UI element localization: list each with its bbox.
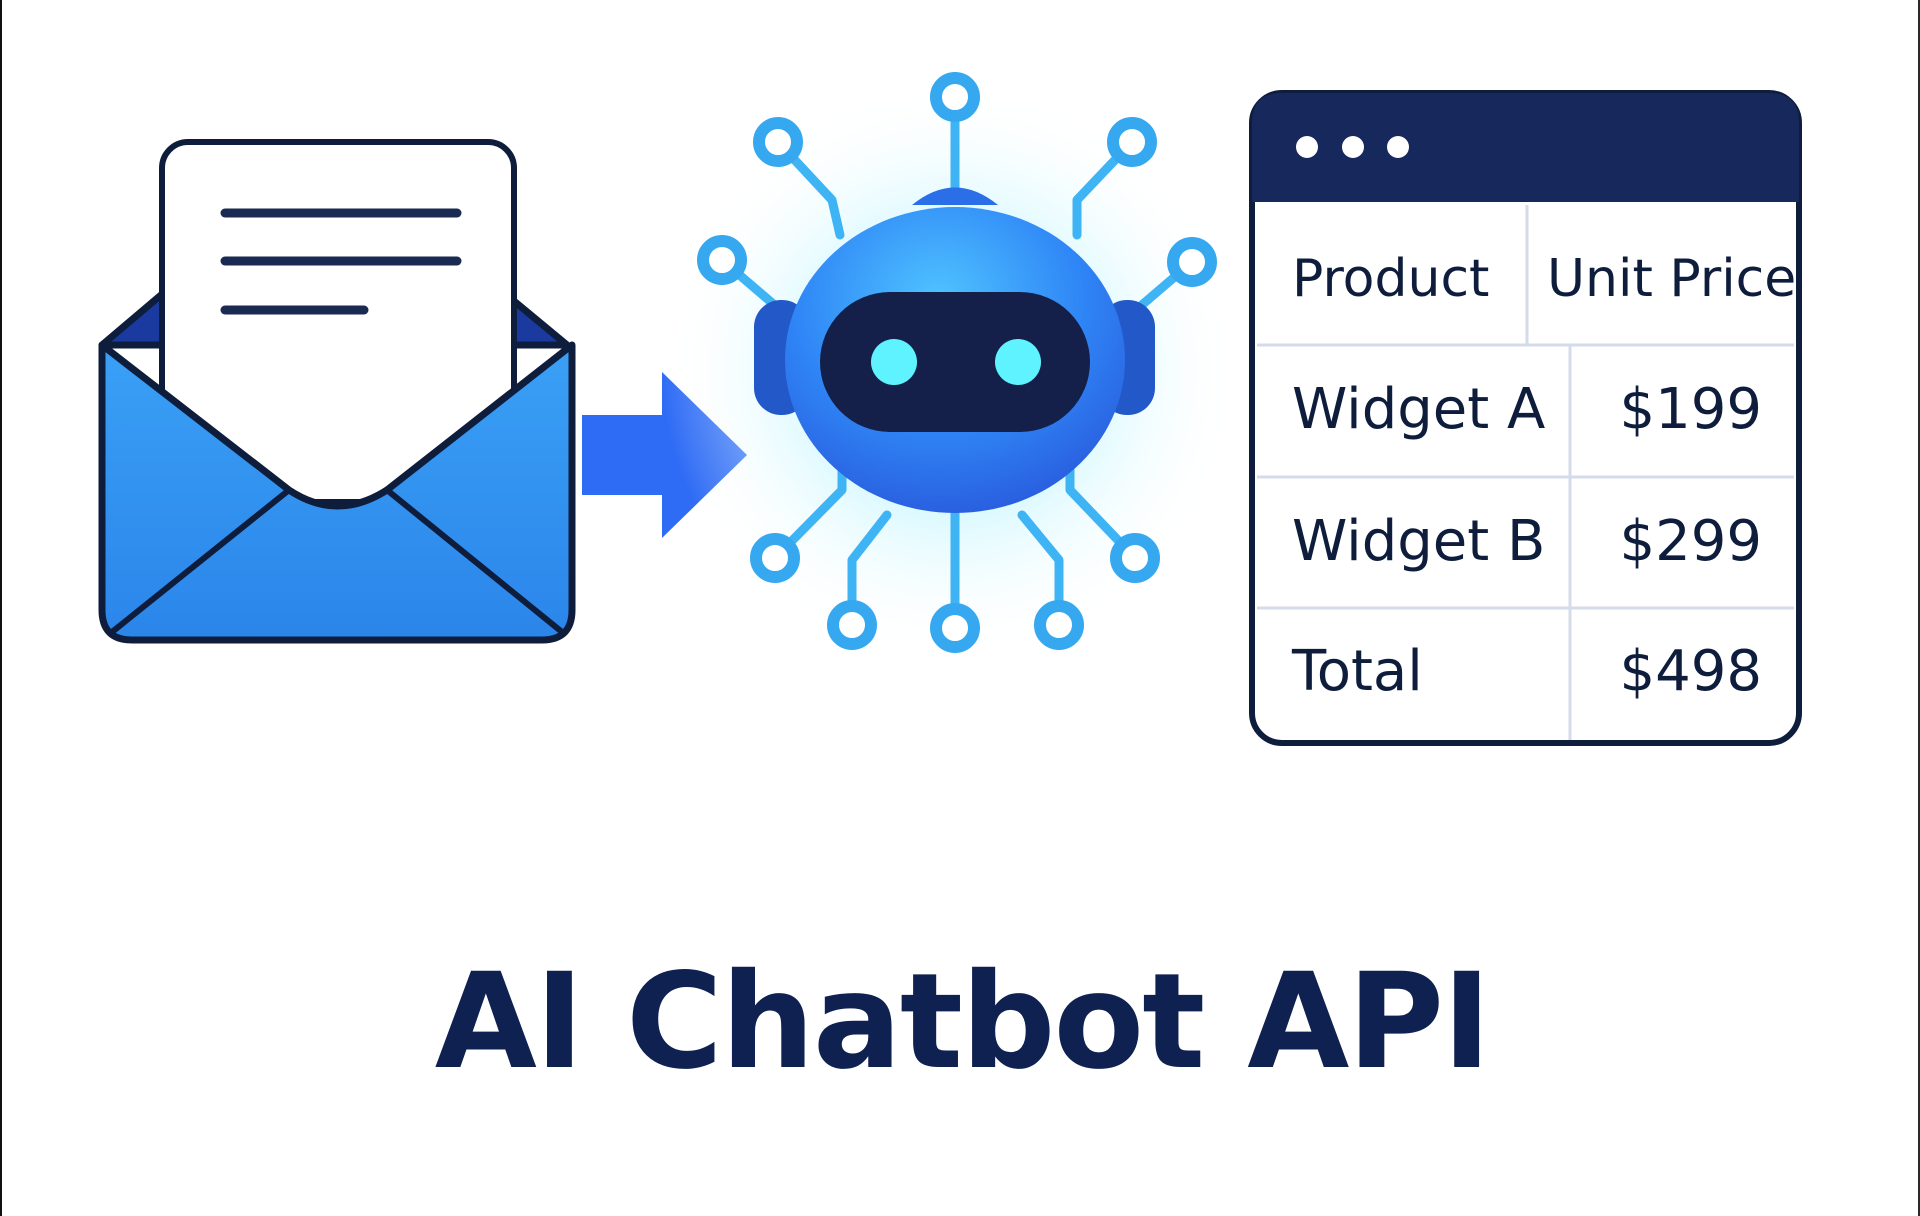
letter-paper bbox=[159, 139, 517, 505]
window-dot-1 bbox=[1296, 136, 1318, 158]
table-header-unit-price: Unit Price bbox=[1547, 249, 1796, 309]
table-grid bbox=[1257, 205, 1794, 740]
table-row-price: $299 bbox=[1619, 509, 1762, 574]
window-dot-2 bbox=[1342, 136, 1364, 158]
open-envelope-icon bbox=[98, 139, 576, 644]
table-row-label: Widget B bbox=[1292, 509, 1545, 574]
table-header-product: Product bbox=[1292, 249, 1489, 309]
table-total-price: $498 bbox=[1619, 639, 1762, 704]
browser-window-icon: Product Unit Price Widget A $199 Widget … bbox=[1249, 90, 1802, 746]
table-row-label: Widget A bbox=[1292, 377, 1545, 442]
robot-right-eye bbox=[995, 339, 1041, 385]
robot-left-eye bbox=[871, 339, 917, 385]
page-title: AI Chatbot API bbox=[434, 945, 1492, 1099]
window-titlebar bbox=[1252, 93, 1799, 202]
table-total-label: Total bbox=[1291, 639, 1423, 704]
table-row-price: $199 bbox=[1619, 377, 1762, 442]
arrow-right-icon bbox=[582, 372, 747, 538]
window-dot-3 bbox=[1387, 136, 1409, 158]
robot-icon bbox=[662, 72, 1242, 660]
circuit-nodes bbox=[697, 72, 1217, 653]
